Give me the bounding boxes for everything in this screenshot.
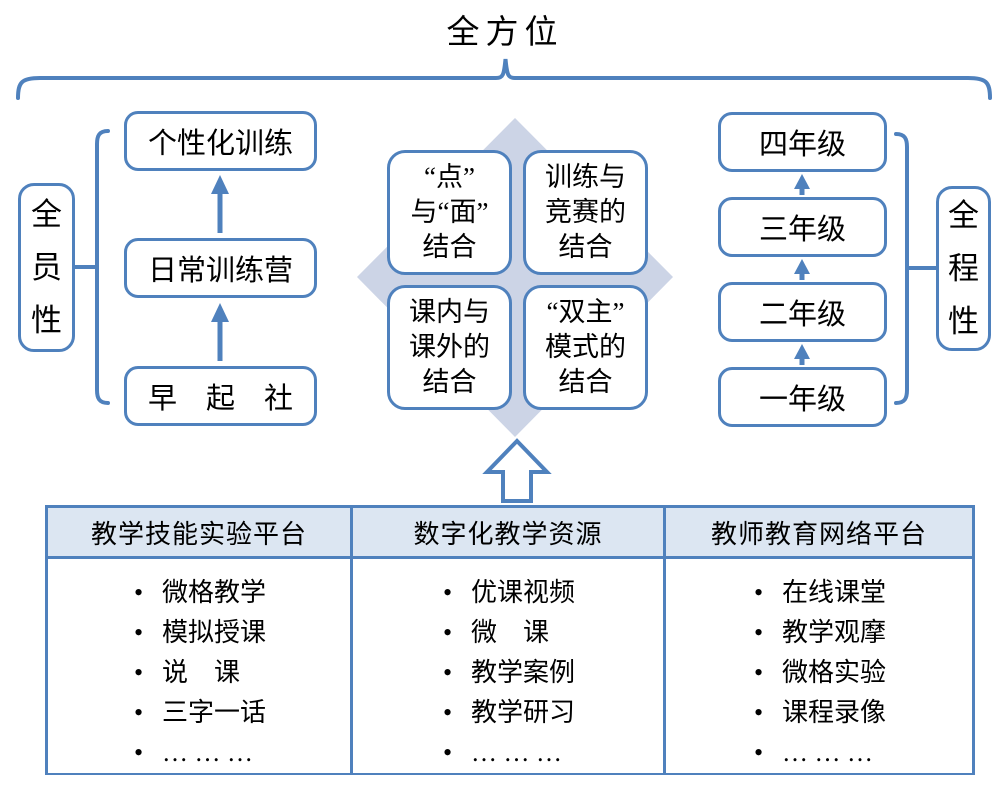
center-box-point-and-area: “点” 与“面” 结合 bbox=[387, 150, 512, 275]
box-daily-training-camp: 日常训练营 bbox=[124, 238, 317, 298]
list-item: 优课视频 bbox=[441, 573, 575, 613]
list-item: 说 课 bbox=[132, 653, 266, 693]
list-item: 三字一话 bbox=[132, 693, 266, 733]
table-header-skills-platform: 教学技能实验平台 bbox=[48, 508, 350, 556]
list-item: 教学研习 bbox=[441, 693, 575, 733]
center-box-dual-mode: “双主” 模式的 结合 bbox=[523, 285, 648, 410]
box-grade-4: 四年级 bbox=[718, 112, 887, 172]
list-item: 微格实验 bbox=[752, 653, 886, 693]
table-header-digital-resources: 数字化教学资源 bbox=[353, 508, 663, 556]
table-cell-network-platform: 在线课堂 教学观摩 微格实验 课程录像 … … … bbox=[666, 559, 972, 773]
side-label-text: 全员性 bbox=[31, 197, 62, 338]
list-item: 教学案例 bbox=[441, 653, 575, 693]
left-bracket bbox=[95, 129, 110, 405]
up-arrow-icon bbox=[211, 303, 229, 361]
box-grade-3: 三年级 bbox=[718, 197, 887, 257]
list-item: 微 课 bbox=[441, 613, 575, 653]
table-cell-skills-platform: 微格教学 模拟授课 说 课 三字一话 … … … bbox=[48, 559, 350, 773]
bullet-list: 在线课堂 教学观摩 微格实验 课程录像 … … … bbox=[752, 573, 886, 773]
big-up-arrow-icon bbox=[482, 438, 552, 503]
list-item: … … … bbox=[752, 733, 886, 773]
list-item: … … … bbox=[441, 733, 575, 773]
side-label-quanchengxing: 全程性 bbox=[936, 186, 991, 351]
center-box-training-competition: 训练与 竞赛的 结合 bbox=[523, 150, 648, 275]
box-morning-club: 早 起 社 bbox=[124, 366, 317, 426]
list-item: 在线课堂 bbox=[752, 573, 886, 613]
bullet-list: 优课视频 微 课 教学案例 教学研习 … … … bbox=[441, 573, 575, 773]
top-brace bbox=[16, 58, 992, 100]
list-item: … … … bbox=[132, 733, 266, 773]
list-item: 模拟授课 bbox=[132, 613, 266, 653]
side-label-text: 全程性 bbox=[948, 198, 979, 339]
up-arrow-icon bbox=[211, 175, 229, 233]
up-arrow-icon bbox=[794, 344, 810, 365]
up-arrow-icon bbox=[794, 174, 810, 195]
list-item: 微格教学 bbox=[132, 573, 266, 613]
box-personalized-training: 个性化训练 bbox=[124, 111, 317, 171]
bullet-list: 微格教学 模拟授课 说 课 三字一话 … … … bbox=[132, 573, 266, 773]
list-item: 课程录像 bbox=[752, 693, 886, 733]
up-arrow-icon bbox=[794, 259, 810, 280]
platform-table: 教学技能实验平台 数字化教学资源 教师教育网络平台 微格教学 模拟授课 说 课 … bbox=[45, 505, 975, 775]
center-box-in-out-class: 课内与 课外的 结合 bbox=[387, 285, 512, 410]
list-item: 教学观摩 bbox=[752, 613, 886, 653]
diagram-title: 全方位 bbox=[446, 15, 564, 51]
table-header-network-platform: 教师教育网络平台 bbox=[666, 508, 972, 556]
table-cell-digital-resources: 优课视频 微 课 教学案例 教学研习 … … … bbox=[353, 559, 663, 773]
box-grade-1: 一年级 bbox=[718, 367, 887, 427]
side-label-quanyuanxing: 全员性 bbox=[18, 183, 75, 352]
box-grade-2: 二年级 bbox=[718, 282, 887, 342]
right-bracket bbox=[894, 132, 909, 405]
